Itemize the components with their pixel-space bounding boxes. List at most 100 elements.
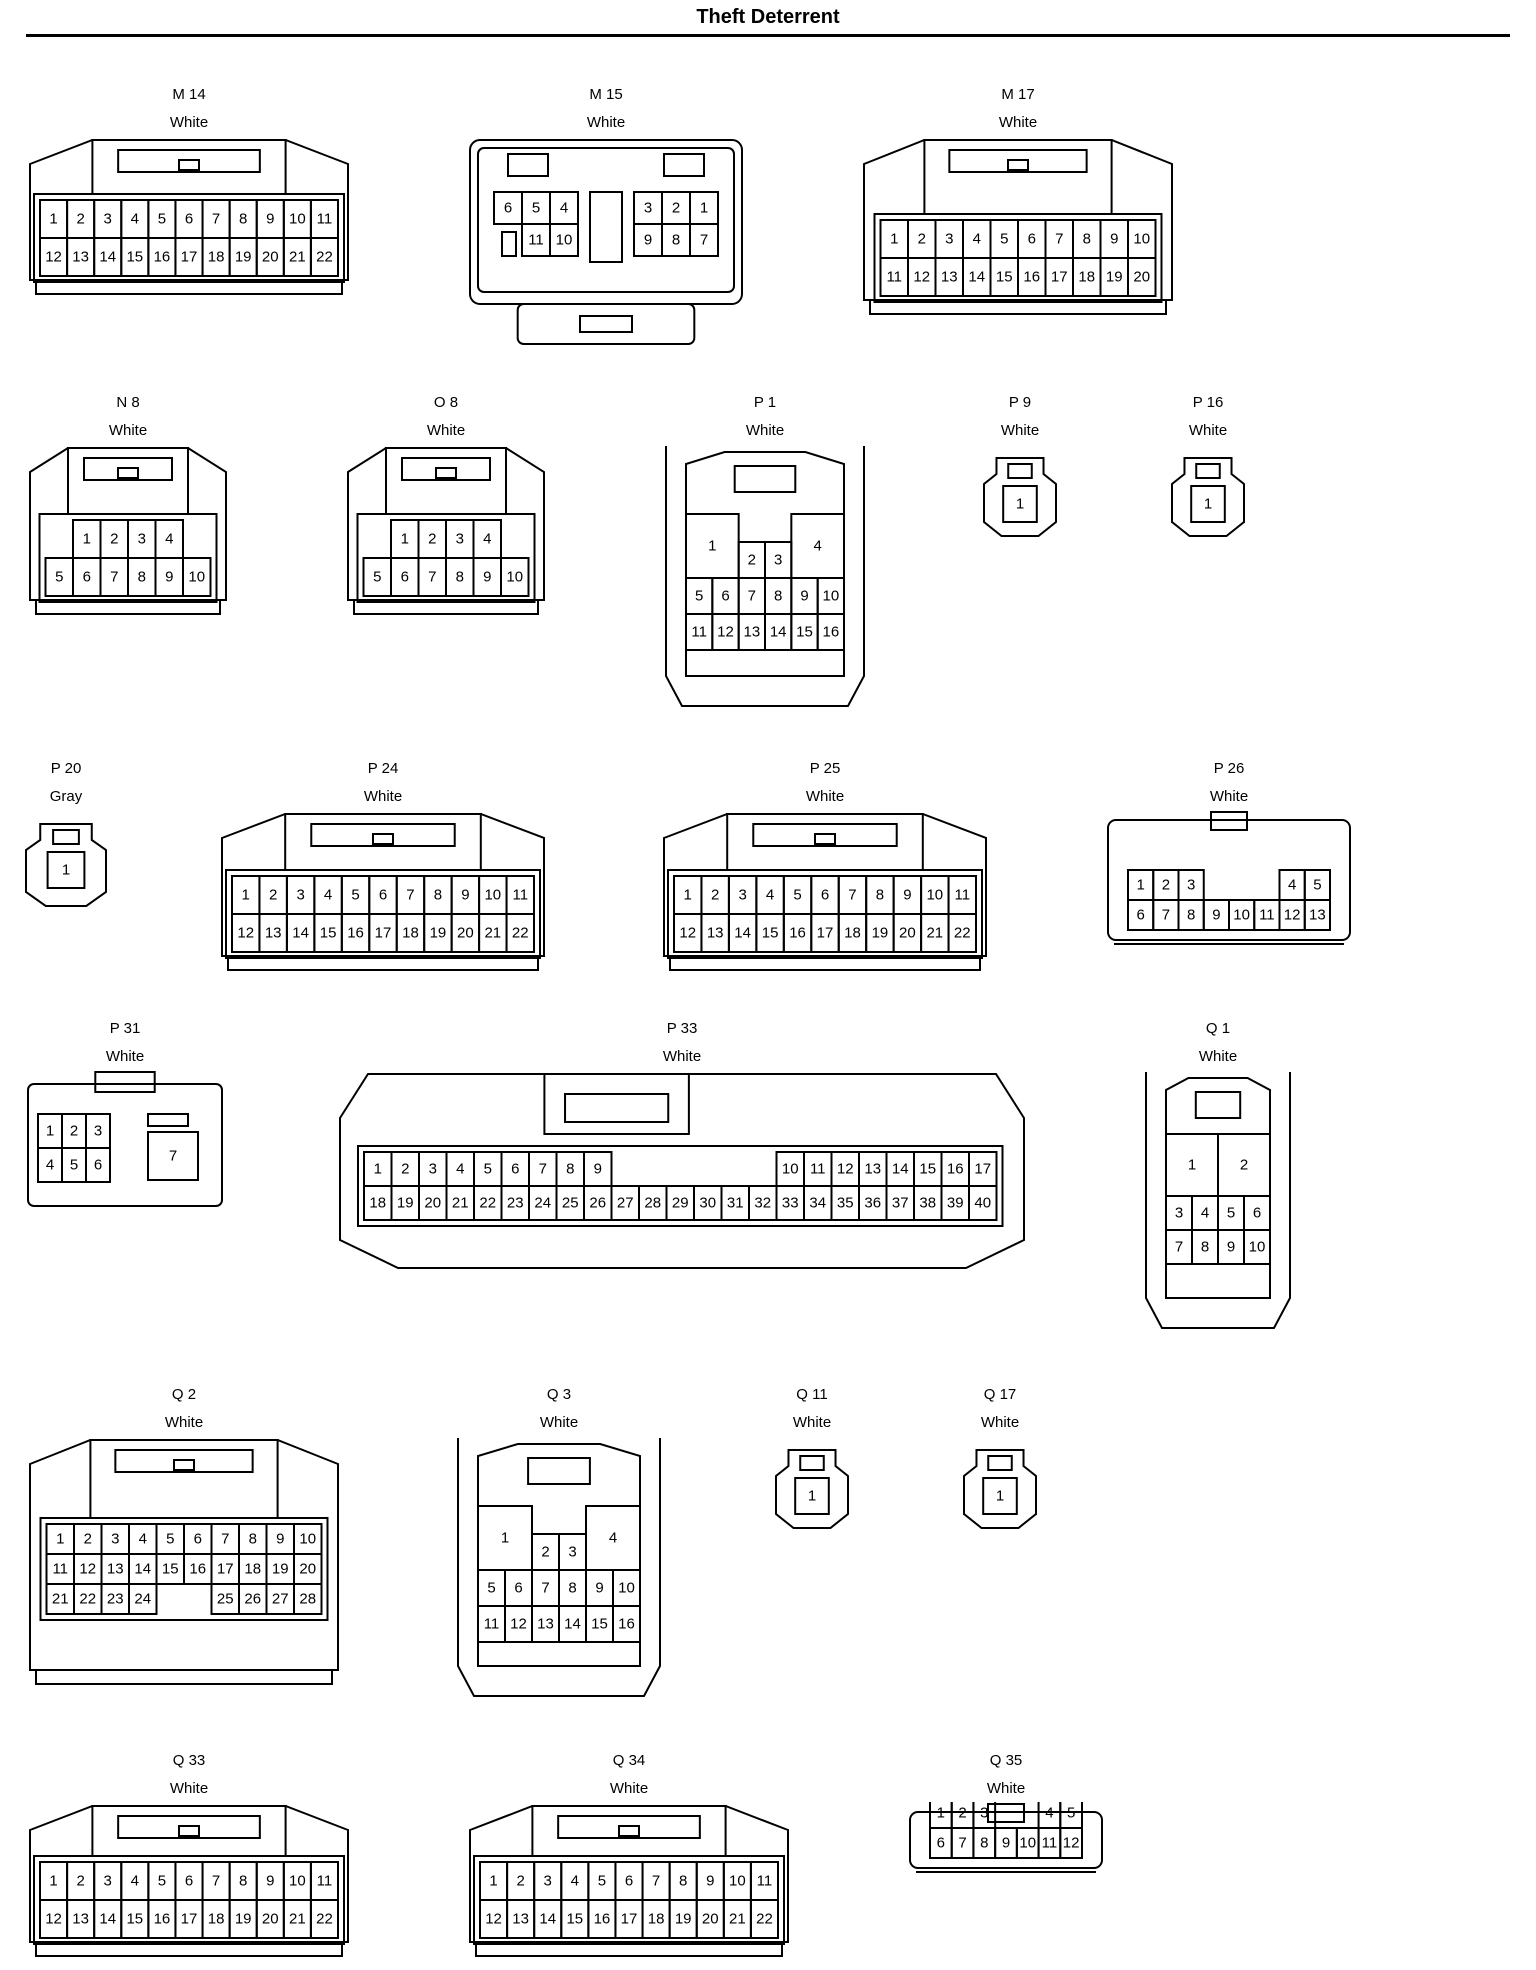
pin-number: 1 xyxy=(49,211,57,228)
pin-number: 18 xyxy=(844,925,861,942)
pin-number: 16 xyxy=(154,249,171,266)
pin-number: 18 xyxy=(244,1561,261,1578)
pin-number: 4 xyxy=(131,211,139,228)
pin-number: 22 xyxy=(316,249,333,266)
connector-color: White xyxy=(105,1048,145,1065)
pin-number: 12 xyxy=(45,249,62,266)
housing-outline xyxy=(91,1805,287,1857)
housing-outline xyxy=(685,451,845,677)
connector-color: White xyxy=(805,788,845,805)
pin-number: 17 xyxy=(1051,269,1068,286)
pin-number: 1 xyxy=(489,1873,497,1890)
housing-outline xyxy=(25,823,107,907)
pin-number: 4 xyxy=(46,1157,54,1174)
pin-number: 4 xyxy=(131,1873,139,1890)
pin-number: 12 xyxy=(717,624,734,641)
pin-number: 35 xyxy=(837,1195,854,1212)
pin-number: 11 xyxy=(528,232,544,249)
pin-number: 16 xyxy=(189,1561,206,1578)
pin-number: 6 xyxy=(937,1835,945,1852)
pin-number: 10 xyxy=(1233,907,1250,924)
pin-cavity xyxy=(549,223,579,257)
pin-number: 1 xyxy=(242,887,250,904)
pin-number: 3 xyxy=(94,1123,102,1140)
pin-number: 17 xyxy=(181,249,198,266)
pin-number: 8 xyxy=(566,1161,574,1178)
pin-cavity xyxy=(794,1477,830,1515)
housing-outline xyxy=(33,193,345,283)
pin-number: 8 xyxy=(249,1531,257,1548)
pin-number: 12 xyxy=(510,1616,527,1633)
pin-number: 2 xyxy=(711,887,719,904)
pin-number: 16 xyxy=(347,925,364,942)
connector-id: Q 33 xyxy=(172,1752,206,1769)
housing-outline xyxy=(1171,457,1245,537)
pin-number: 34 xyxy=(809,1195,826,1212)
pin-number: 11 xyxy=(691,624,707,641)
pin-number: 18 xyxy=(369,1195,386,1212)
pin-number: 2 xyxy=(541,1544,549,1561)
housing-outline xyxy=(39,1517,329,1621)
pin-number: 15 xyxy=(919,1161,936,1178)
pin-number: 6 xyxy=(1136,907,1144,924)
pin-number: 18 xyxy=(208,249,225,266)
connector-id: P 24 xyxy=(367,760,399,777)
connector-p9: P 9 White 1 xyxy=(978,394,1062,544)
connector-id: P 9 xyxy=(1008,394,1032,411)
pin-number: 15 xyxy=(162,1561,179,1578)
housing-foot xyxy=(353,599,539,615)
pin-number: 21 xyxy=(52,1591,69,1608)
pin-number: 8 xyxy=(980,1835,988,1852)
lock-tab xyxy=(814,833,836,845)
connector-color: Gray xyxy=(49,788,83,805)
pin-number: 8 xyxy=(239,211,247,228)
pin-cavity xyxy=(147,1131,199,1181)
pin-cavity xyxy=(982,1477,1018,1515)
pin-number: 2 xyxy=(269,887,277,904)
pin-number: 11 xyxy=(1259,907,1275,924)
pin-number: 2 xyxy=(516,1873,524,1890)
pin-number: 6 xyxy=(1028,231,1036,248)
pin-number: 9 xyxy=(594,1161,602,1178)
keying-slot xyxy=(501,231,517,257)
pin-number: 10 xyxy=(1249,1239,1266,1256)
pin-number: 5 xyxy=(598,1873,606,1890)
connector-diagram: 1 xyxy=(775,1449,849,1529)
housing-outline xyxy=(114,1449,254,1473)
connector-id: P 25 xyxy=(809,760,841,777)
pin-number: 18 xyxy=(208,1911,225,1928)
pin-number: 4 xyxy=(165,531,173,548)
pin-number: 25 xyxy=(562,1195,579,1212)
pin-number: 3 xyxy=(980,1805,988,1822)
pin-number: 14 xyxy=(770,624,787,641)
pin-number: 9 xyxy=(1212,907,1220,924)
pin-number: 12 xyxy=(485,1911,502,1928)
housing-outline xyxy=(117,1815,261,1839)
pin-number: 6 xyxy=(514,1580,522,1597)
pin-number: 9 xyxy=(266,1873,274,1890)
connector-p20: P 20 Gray 1 xyxy=(20,760,112,914)
pin-number: 9 xyxy=(1110,231,1118,248)
pin-number: 6 xyxy=(185,211,193,228)
pin-number: 1 xyxy=(937,1805,945,1822)
pin-number: 18 xyxy=(402,925,419,942)
lock-tab xyxy=(178,1825,200,1837)
lock-tab xyxy=(1007,463,1033,479)
pin-number: 1 xyxy=(890,231,898,248)
pin-number: 19 xyxy=(430,925,447,942)
lock-tab xyxy=(663,153,705,177)
pin-number: 1 xyxy=(808,1488,816,1505)
title-rule xyxy=(26,34,1510,37)
pin-number: 22 xyxy=(954,925,971,942)
pin-number: 4 xyxy=(973,231,981,248)
pin-number: 4 xyxy=(324,887,332,904)
